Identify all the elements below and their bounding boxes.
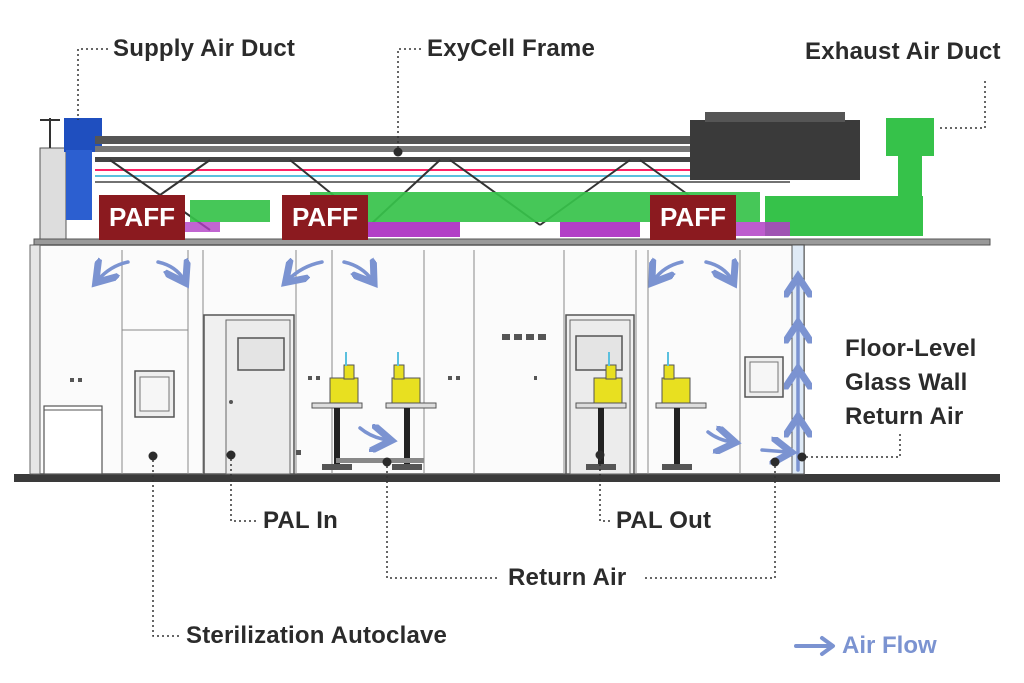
label-exhaust-air-duct: Exhaust Air Duct: [805, 38, 1001, 65]
label-return-air: Return Air: [508, 564, 627, 591]
airflow-arrows: [98, 262, 798, 472]
left-bench: [43, 405, 103, 475]
label-floor-level-line2: Glass Wall: [845, 369, 968, 396]
exhaust-duct-run: [765, 196, 923, 236]
paff-unit-2: PAFF: [282, 195, 368, 240]
paff-unit-1: PAFF: [99, 195, 185, 240]
wall-switches: [70, 334, 546, 455]
label-floor-level-line3: Return Air: [845, 403, 964, 430]
cleanroom-shell: [33, 244, 805, 475]
leader-lines: [77, 48, 986, 637]
workstation-1: [311, 352, 363, 470]
label-supply-air-duct: Supply Air Duct: [113, 35, 296, 62]
callout-dots: [148, 147, 807, 467]
legend-air-flow-label: Air Flow: [842, 632, 937, 659]
exycell-frame-rails: [95, 136, 840, 183]
legend-air-flow: Air Flow: [794, 632, 937, 660]
paff-unit-3: PAFF: [650, 195, 736, 240]
workstation-2: [385, 352, 437, 470]
exhaust-equipment: [690, 120, 860, 180]
label-sterilization-autoclave: Sterilization Autoclave: [186, 622, 448, 649]
workstation-4: [655, 352, 707, 470]
partition-lines: [121, 250, 741, 474]
pal-in-door-window: [237, 337, 285, 371]
pal-out-door-window: [575, 335, 623, 371]
label-pal-in: PAL In: [263, 507, 338, 534]
supply-duct-riser: [66, 150, 92, 220]
left-wall-hatch: [29, 244, 41, 475]
air-flow-arrow-icon: [794, 636, 835, 656]
exhaust-air-duct-box: [886, 118, 934, 156]
workstation-3: [575, 352, 627, 470]
label-floor-level-line1: Floor-Level: [845, 335, 977, 362]
label-pal-out: PAL Out: [616, 507, 712, 534]
label-exycell-frame: ExyCell Frame: [427, 35, 596, 62]
left-mech-column: [39, 147, 67, 240]
floor-slab: [14, 474, 1000, 482]
rolling-cart: [336, 458, 424, 463]
